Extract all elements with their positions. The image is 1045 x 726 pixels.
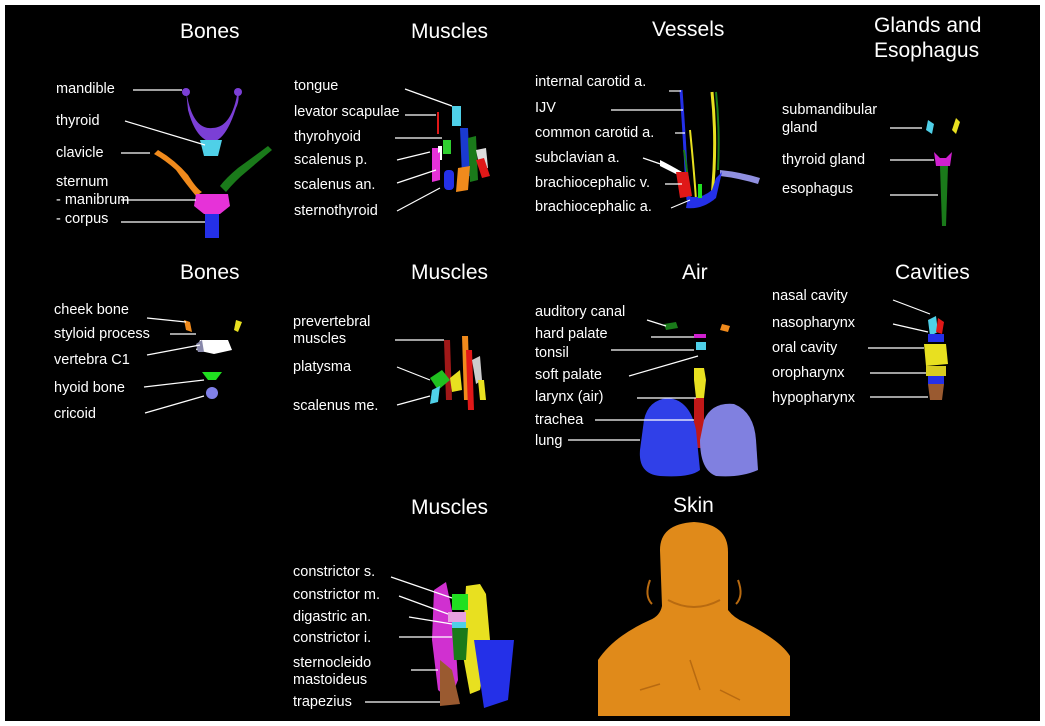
label-scalenus-p: scalenus p. (294, 153, 367, 168)
skin-title: Skin (673, 495, 714, 516)
muscles-3-title: Muscles (411, 497, 488, 518)
label-cheek-bone: cheek bone (54, 303, 129, 318)
label-constrictor-s: constrictor s. (293, 565, 375, 580)
label-lung: lung (535, 434, 562, 449)
label-trachea: trachea (535, 413, 583, 428)
label-scalenus-me: scalenus me. (293, 399, 378, 414)
label-tonsil: tonsil (535, 346, 569, 361)
label-platysma: platysma (293, 360, 351, 375)
bones-1-title: Bones (180, 21, 240, 42)
label-digastric-an: digastric an. (293, 610, 371, 625)
label-internal-carotid: internal carotid a. (535, 75, 646, 90)
label-hard-palate: hard palate (535, 327, 608, 342)
air-title: Air (682, 262, 708, 283)
label-subclavian: subclavian a. (535, 151, 620, 166)
label-ijv: IJV (535, 101, 556, 116)
label-common-carotid: common carotid a. (535, 126, 654, 141)
label-hyoid-bone: hyoid bone (54, 381, 125, 396)
black-background (5, 5, 1040, 721)
corpus-shape (205, 214, 219, 238)
label-tongue: tongue (294, 79, 338, 94)
label-vertebra-c1: vertebra C1 (54, 353, 130, 368)
label-trapezius: trapezius (293, 695, 352, 710)
label-muscles: muscles (293, 332, 346, 347)
label-sternothyroid: sternothyroid (294, 204, 378, 219)
muscles-1-title: Muscles (411, 21, 488, 42)
label-thyroid: thyroid (56, 114, 100, 129)
vessels-title: Vessels (652, 19, 724, 40)
muscles-2-title: Muscles (411, 262, 488, 283)
cavities-title: Cavities (895, 262, 970, 283)
label-manubrium: - manibrum (56, 193, 129, 208)
label-hypopharynx: hypopharynx (772, 391, 855, 406)
label-constrictor-m: constrictor m. (293, 588, 380, 603)
label-brachiocephalic-v: brachiocephalic v. (535, 176, 650, 191)
label-thyroid-gland: thyroid gland (782, 153, 865, 168)
label-levator-scapulae: levator scapulae (294, 105, 400, 120)
label-sternum: sternum (56, 175, 108, 190)
label-larynx-air: larynx (air) (535, 390, 603, 405)
label-scalenus-an: scalenus an. (294, 178, 375, 193)
label-gland: gland (782, 121, 817, 136)
bones-2-title: Bones (180, 262, 240, 283)
label-oropharynx: oropharynx (772, 366, 845, 381)
label-brachiocephalic-a: brachiocephalic a. (535, 200, 652, 215)
label-submandibular: submandibular (782, 103, 877, 118)
label-nasopharynx: nasopharynx (772, 316, 855, 331)
label-prevertebral: prevertebral (293, 315, 370, 330)
label-mandible: mandible (56, 82, 115, 97)
mandible-condyle-right (234, 88, 242, 96)
mandible-condyle-left (182, 88, 190, 96)
glands-title-line1: Glands and (874, 15, 981, 36)
label-mastoideus: mastoideus (293, 673, 367, 688)
label-clavicle: clavicle (56, 146, 104, 161)
label-styloid-process: styloid process (54, 327, 150, 342)
label-soft-palate: soft palate (535, 368, 602, 383)
label-nasal-cavity: nasal cavity (772, 289, 848, 304)
label-corpus: - corpus (56, 212, 108, 227)
label-constrictor-i: constrictor i. (293, 631, 371, 646)
label-cricoid: cricoid (54, 407, 96, 422)
label-sternocleido: sternocleido (293, 656, 371, 671)
label-thyrohyoid: thyrohyoid (294, 130, 361, 145)
label-oral-cavity: oral cavity (772, 341, 837, 356)
glands-title-line2: Esophagus (874, 40, 979, 61)
label-auditory-canal: auditory canal (535, 305, 625, 320)
label-esophagus: esophagus (782, 182, 853, 197)
